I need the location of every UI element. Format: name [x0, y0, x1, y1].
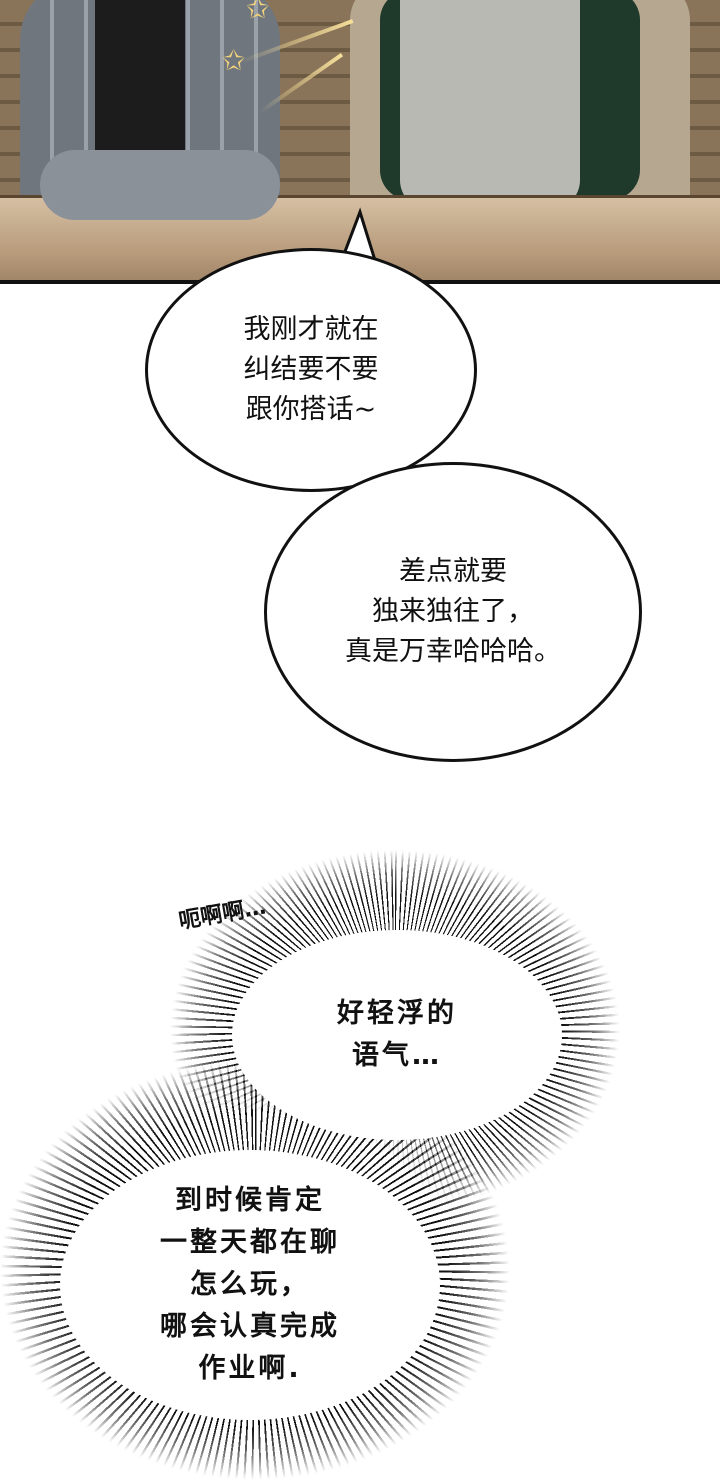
character-left-arm — [40, 150, 280, 220]
speech-bubble: 我刚才就在 纠结要不要 跟你搭话~ — [145, 248, 477, 492]
star-icon: ✩ — [246, 0, 270, 25]
thought-bubble-text: 到时候肯定 一整天都在聊 怎么玩， 哪会认真完成 作业啊. — [160, 1185, 340, 1384]
character-right-hoodie — [400, 0, 580, 210]
thought-bubble: 到时候肯定 一整天都在聊 怎么玩， 哪会认真完成 作业啊. — [60, 1150, 440, 1420]
thought-bubble: 好轻浮的 语气… — [232, 930, 562, 1140]
thought-bubble-text: 好轻浮的 语气… — [337, 998, 457, 1071]
speech-bubble-text: 差点就要 独来独往了， 真是万幸哈哈哈。 — [345, 556, 561, 667]
speech-bubble: 差点就要 独来独往了， 真是万幸哈哈哈。 — [264, 462, 642, 762]
speech-bubble-text: 我刚才就在 纠结要不要 跟你搭话~ — [243, 314, 379, 425]
star-icon: ✩ — [222, 44, 246, 77]
